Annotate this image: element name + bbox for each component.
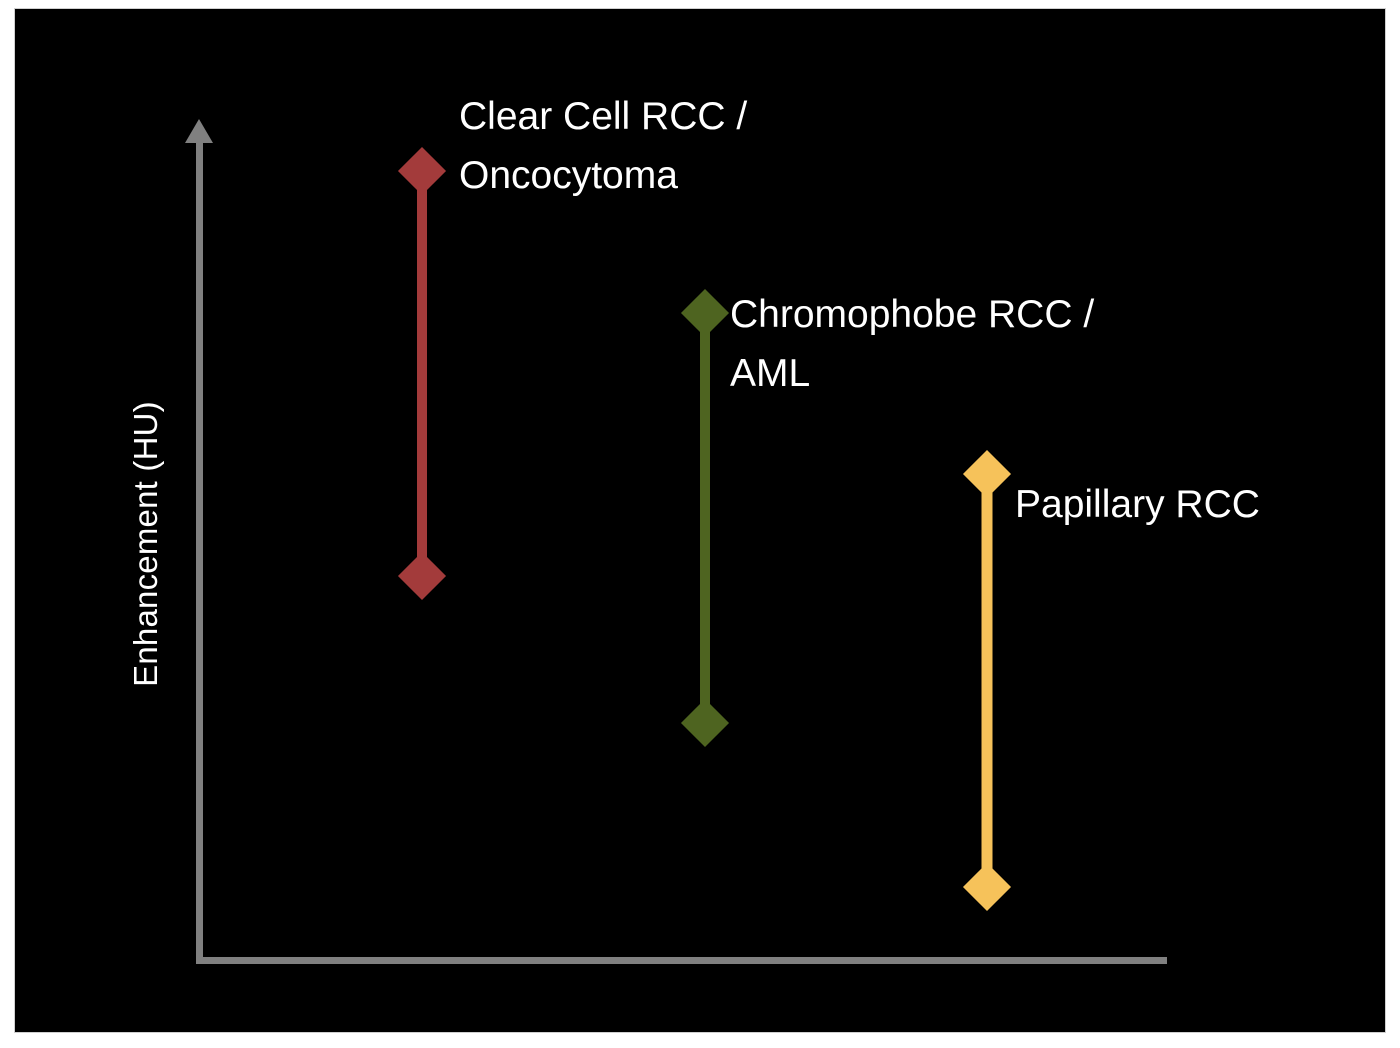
series-label-clear-cell-rcc-oncocytoma: Clear Cell RCC / Oncocytoma (459, 95, 748, 198)
series-label-papillary-rcc: Papillary RCC (1015, 483, 1260, 526)
series-label-chromophobe-rcc-aml: Chromophobe RCC / AML (730, 293, 1095, 396)
range-bar-stem (700, 313, 710, 723)
range-bar-clear-cell-rcc-oncocytoma[interactable] (397, 146, 447, 601)
range-bar-stem (417, 171, 427, 576)
y-axis-line (196, 139, 203, 964)
range-bar-chromophobe-rcc-aml[interactable] (680, 288, 730, 748)
range-bar-papillary-rcc[interactable] (962, 449, 1012, 912)
chart-panel: Enhancement (HU) Clear Cell RCC / Oncocy… (14, 8, 1386, 1033)
y-axis-title: Enhancement (HU) (127, 401, 164, 687)
range-bar-upper-diamond-icon (397, 146, 447, 196)
range-bar-upper-diamond-icon (962, 449, 1012, 499)
x-axis-line (196, 957, 1167, 964)
range-bar-lower-diamond-icon (962, 862, 1012, 912)
range-bar-upper-diamond-icon (680, 288, 730, 338)
y-axis-arrowhead-icon (185, 119, 213, 143)
range-bar-lower-diamond-icon (397, 551, 447, 601)
range-bar-lower-diamond-icon (680, 698, 730, 748)
range-bar-stem (981, 474, 993, 887)
